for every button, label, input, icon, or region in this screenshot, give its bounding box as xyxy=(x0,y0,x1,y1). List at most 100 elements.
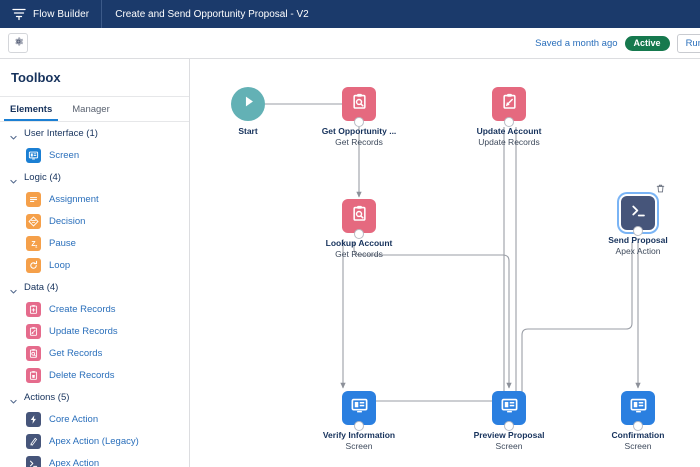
chevron-down-icon xyxy=(9,173,18,184)
settings-button[interactable] xyxy=(8,33,28,53)
node-connector-port[interactable] xyxy=(354,229,364,239)
node-icon-box[interactable] xyxy=(342,391,376,431)
chevron-down-icon xyxy=(9,393,18,404)
run-button[interactable]: Run xyxy=(676,33,700,53)
brand-text: Flow Builder xyxy=(33,8,90,20)
node-type-label: Apex Action xyxy=(615,246,661,256)
header-divider xyxy=(101,0,103,28)
svg-text:Z: Z xyxy=(31,240,35,247)
node-label: Update Account xyxy=(476,126,542,136)
trash-icon[interactable] xyxy=(654,182,666,194)
toolbox-item-get-records[interactable]: Get Records xyxy=(0,342,189,364)
apex-action-icon xyxy=(26,455,41,467)
toolbox-item-label: Assignment xyxy=(49,193,99,205)
loop-icon xyxy=(26,257,41,273)
toolbox-sidebar: Toolbox Elements Manager User Interface … xyxy=(0,59,190,467)
node-connector-port[interactable] xyxy=(504,117,514,127)
toolbox-item-create-records[interactable]: Create Records xyxy=(0,298,189,320)
toolbox-item-assignment[interactable]: Assignment xyxy=(0,188,189,210)
toolbox-item-label: Delete Records xyxy=(49,369,115,381)
node-type-label: Screen xyxy=(495,441,523,451)
svg-text:z: z xyxy=(35,243,37,248)
flow-builder-logo-icon xyxy=(12,7,26,21)
toolbox-section-label: Data (4) xyxy=(24,282,59,293)
toolbox-section-label: Logic (4) xyxy=(24,172,61,183)
node-connector-port[interactable] xyxy=(354,421,364,431)
node-type-label: Update Records xyxy=(478,137,540,147)
node-icon-box[interactable] xyxy=(621,184,664,236)
connector-lookup-account-to-preview-proposal xyxy=(353,242,512,389)
toolbox-section-header[interactable]: Logic (4) xyxy=(0,166,189,188)
apex-action-legacy-icon xyxy=(26,433,41,449)
tab-elements[interactable]: Elements xyxy=(0,97,62,121)
flow-title: Create and Send Opportunity Proposal - V… xyxy=(115,8,309,20)
status-badge: Active xyxy=(624,35,670,51)
node-connector-port[interactable] xyxy=(504,421,514,431)
toolbox-section-label: Actions (5) xyxy=(24,392,70,403)
toolbox-title: Toolbox xyxy=(0,59,189,97)
toolbox-item-label: Decision xyxy=(49,215,86,227)
toolbox-item-label: Screen xyxy=(49,149,80,161)
node-label: Send Proposal xyxy=(608,235,668,245)
node-icon-box[interactable] xyxy=(342,199,376,239)
node-type-label: Get Records xyxy=(335,249,383,259)
toolbox-item-apex-action-legacy[interactable]: Apex Action (Legacy) xyxy=(0,430,189,452)
node-label: Get Opportunity ... xyxy=(321,126,397,136)
toolbox-item-label: Apex Action xyxy=(49,457,100,467)
chevron-down-icon xyxy=(9,129,18,140)
app-header: Flow Builder Create and Send Opportunity… xyxy=(0,0,700,28)
toolbox-item-loop[interactable]: Loop xyxy=(0,254,189,276)
toolbox-item-screen[interactable]: Screen xyxy=(0,144,189,166)
decision-icon xyxy=(26,213,41,229)
node-connector-port[interactable] xyxy=(354,117,364,127)
toolbox-section-header[interactable]: User Interface (1) xyxy=(0,122,189,144)
node-icon-box[interactable] xyxy=(492,391,526,431)
get-records-icon xyxy=(350,204,369,228)
toolbox-section-label: User Interface (1) xyxy=(24,128,98,139)
chevron-down-icon xyxy=(9,283,18,294)
flow-node-start[interactable]: Start xyxy=(197,87,299,136)
node-connector-port[interactable] xyxy=(633,421,643,431)
saved-status-text: Saved a month ago xyxy=(535,37,618,49)
brand-area[interactable]: Flow Builder xyxy=(0,0,101,28)
play-icon xyxy=(240,93,257,115)
toolbox-item-apex-action[interactable]: Apex Action xyxy=(0,452,189,467)
node-icon-box[interactable] xyxy=(621,391,655,431)
start-node-circle[interactable] xyxy=(231,87,265,121)
toolbox-item-label: Update Records xyxy=(49,325,118,337)
toolbox-item-label: Apex Action (Legacy) xyxy=(49,435,139,447)
node-icon-box[interactable] xyxy=(342,87,376,127)
node-label: Preview Proposal xyxy=(473,430,545,440)
node-label: Verify Information xyxy=(322,430,396,440)
get-records-icon xyxy=(350,92,369,116)
toolbox-section-header[interactable]: Data (4) xyxy=(0,276,189,298)
toolbox-item-core-action[interactable]: Core Action xyxy=(0,408,189,430)
node-connector-port[interactable] xyxy=(633,226,643,236)
create-records-icon xyxy=(26,301,41,317)
toolbox-item-decision[interactable]: Decision xyxy=(0,210,189,232)
node-label: Confirmation xyxy=(611,430,665,440)
toolbox-item-delete-records[interactable]: Delete Records xyxy=(0,364,189,386)
apex-action-icon xyxy=(629,201,648,225)
toolbar-right-group: Saved a month ago Active Run xyxy=(535,28,700,59)
toolbox-section-header[interactable]: Actions (5) xyxy=(0,386,189,408)
toolbox-item-update-records[interactable]: Update Records xyxy=(0,320,189,342)
gear-icon xyxy=(13,34,24,52)
toolbox-item-label: Pause xyxy=(49,237,76,249)
toolbox-item-label: Get Records xyxy=(49,347,103,359)
tab-manager[interactable]: Manager xyxy=(72,103,110,115)
screen-icon xyxy=(350,396,369,420)
flow-node-get-opportunity[interactable]: Get Opportunity ...Get Records xyxy=(308,87,410,147)
toolbox-item-label: Core Action xyxy=(49,413,99,425)
node-icon-box[interactable] xyxy=(492,87,526,127)
